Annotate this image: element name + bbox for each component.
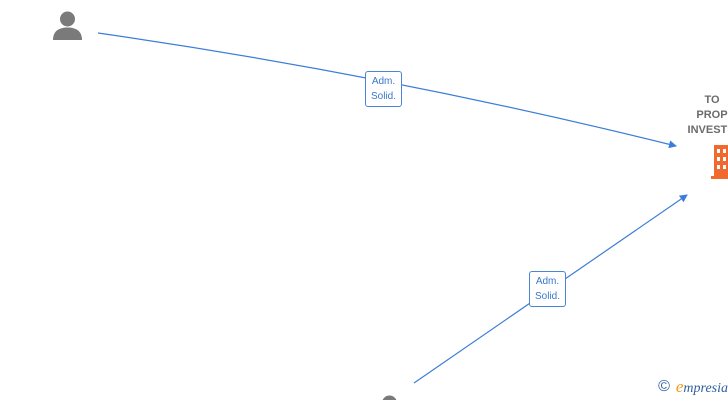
edge-label-bottom[interactable]: Adm. Solid. [529,271,567,307]
company-name-line: INVESTM [687,124,728,136]
edge-label-line: Solid. [371,91,397,102]
company-node-label[interactable]: TO PROP INVESTM [662,93,728,138]
edge-label-line: Solid. [535,291,561,302]
person-icon[interactable] [375,395,404,400]
company-name-line: TO [704,94,720,106]
building-icon[interactable] [711,143,728,181]
brand-logo-e: e [675,377,684,396]
edge-label-top[interactable]: Adm. Solid. [365,71,403,107]
company-name-line: PROP [696,109,728,121]
person-icon[interactable] [53,11,82,41]
edge-label-line: Adm. [371,76,396,87]
brand-watermark: © empresia [658,377,728,397]
edge-label-line: Adm. [535,276,560,287]
copyright-icon: © [658,378,670,395]
empresia-logo: empresia [676,377,728,397]
brand-logo-text: mpresia [683,381,728,396]
